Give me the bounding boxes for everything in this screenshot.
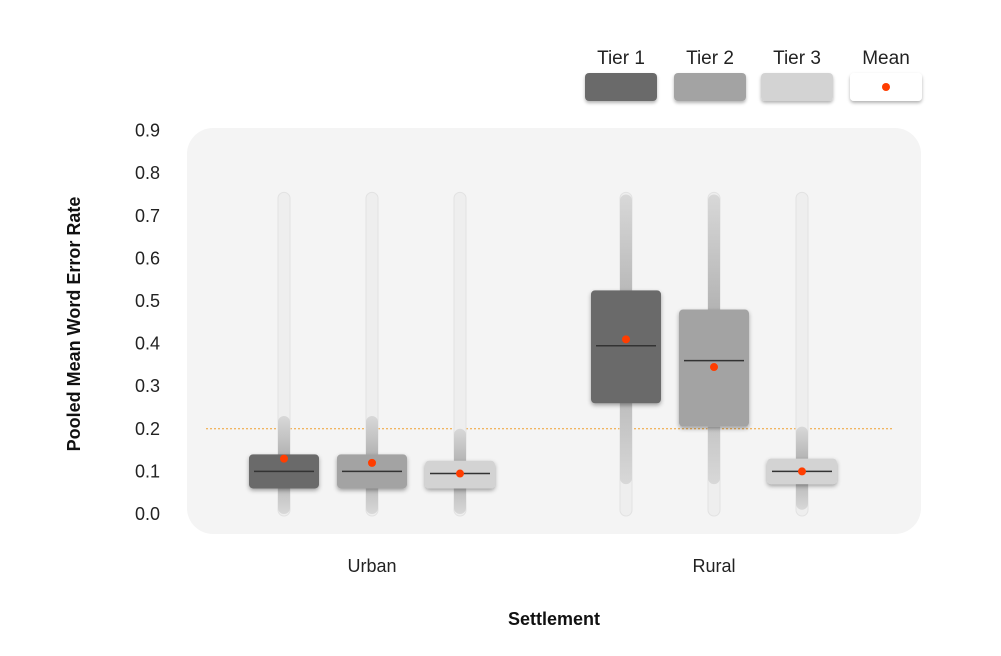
mean-marker — [710, 363, 718, 372]
boxes-layer — [249, 191, 837, 517]
x-axis: Urban Rural — [347, 556, 735, 576]
legend-label: Mean — [862, 48, 910, 69]
x-axis-title: Settlement — [508, 609, 600, 629]
legend-mean-marker — [882, 83, 890, 91]
y-tick-label: 0.2 — [135, 419, 160, 439]
box-urban-tier-1 — [249, 191, 319, 517]
legend-label: Tier 3 — [773, 48, 821, 69]
y-tick-label: 0.5 — [135, 291, 160, 311]
category-label: Urban — [347, 556, 396, 576]
legend-label: Tier 2 — [686, 48, 734, 69]
y-tick-label: 0.6 — [135, 248, 160, 268]
mean-marker — [280, 454, 288, 463]
legend-swatch — [761, 73, 833, 101]
y-tick-label: 0.3 — [135, 376, 160, 396]
y-axis: 0.0 0.1 0.2 0.3 0.4 0.5 0.6 0.7 0.8 0.9 — [135, 121, 160, 524]
box-urban-tier-3 — [425, 191, 495, 517]
legend: Tier 1 Tier 2 Tier 3 Mean — [585, 48, 922, 101]
mean-marker — [622, 335, 630, 344]
box-iqr — [591, 290, 661, 404]
y-axis-title: Pooled Mean Word Error Rate — [64, 197, 84, 452]
y-tick-label: 0.9 — [135, 121, 160, 141]
mean-marker — [456, 469, 464, 478]
y-tick-label: 0.8 — [135, 163, 160, 183]
y-tick-label: 0.1 — [135, 461, 160, 481]
y-tick-label: 0.4 — [135, 334, 160, 354]
box-rural-tier-2 — [679, 191, 749, 517]
box-rural-tier-1 — [591, 191, 661, 517]
legend-label: Tier 1 — [597, 48, 645, 69]
mean-marker — [798, 467, 806, 476]
box-rural-tier-3 — [767, 191, 837, 517]
legend-swatch — [585, 73, 657, 101]
category-label: Rural — [692, 556, 735, 576]
mean-marker — [368, 458, 376, 467]
y-tick-label: 0.7 — [135, 206, 160, 226]
legend-swatch — [674, 73, 746, 101]
box-urban-tier-2 — [337, 191, 407, 517]
y-tick-label: 0.0 — [135, 504, 160, 524]
